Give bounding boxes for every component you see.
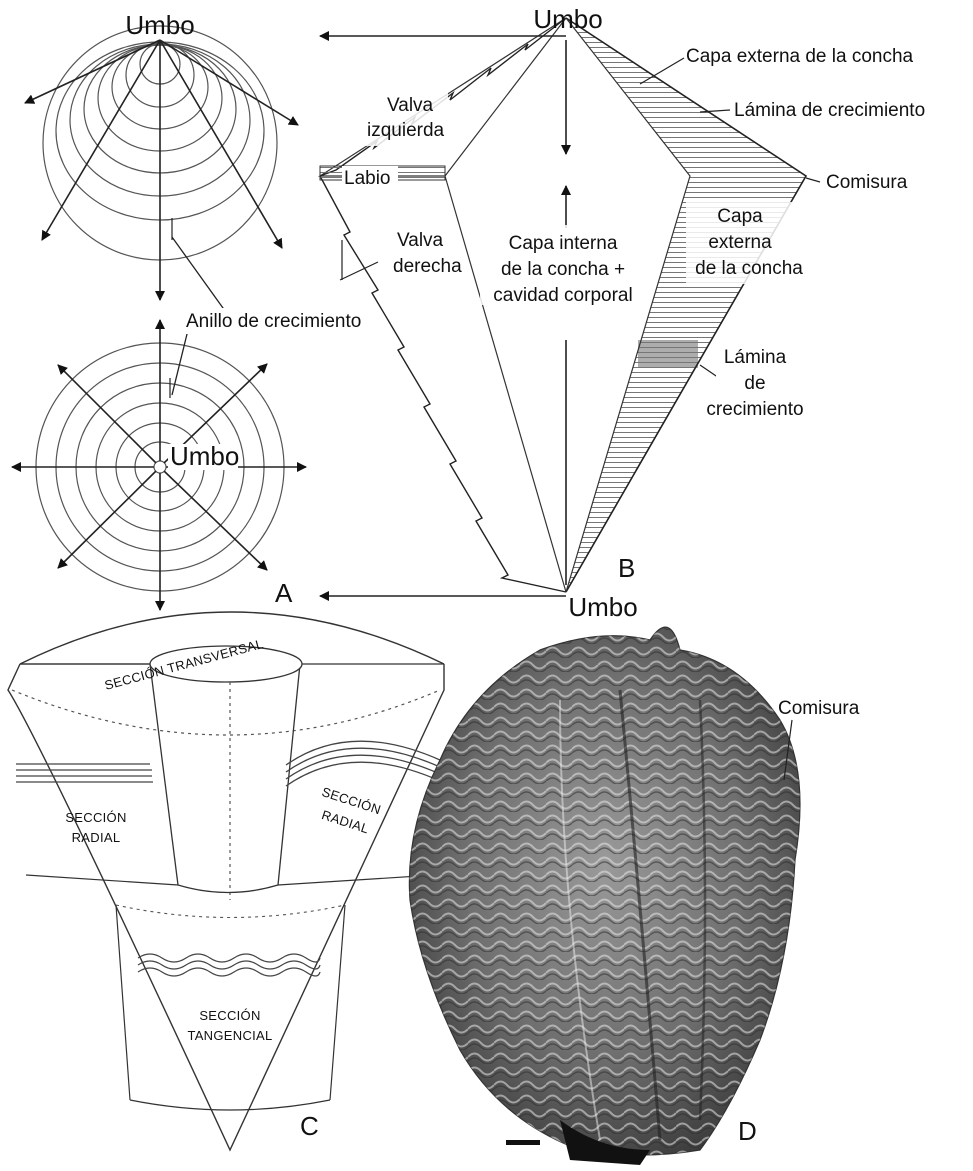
right-valve-label-line1: Valva — [397, 230, 444, 251]
panel-c-diagram: SECCIÓN TRANSVERSAL SECCIÓN RADIAL SECCI… — [8, 612, 444, 1150]
panel-d-letter: D — [738, 1116, 757, 1146]
panel-a-umbo-top-label: Umbo — [125, 10, 194, 40]
panel-b-diagram: Umbo Umbo Capa externa de la concha Lámi… — [320, 4, 925, 622]
panel-c-letter: C — [300, 1111, 319, 1141]
growth-lamina-right-label-line3: crecimiento — [706, 399, 803, 420]
panel-b-letter: B — [618, 553, 635, 583]
left-valve-label-line1: Valva — [387, 95, 434, 116]
outer-layer-right-label-line3: de la concha — [695, 258, 803, 279]
outer-layer-right-label-line2: externa — [708, 232, 772, 253]
scale-bar — [506, 1140, 540, 1145]
arrow-upper-left-icon — [25, 40, 160, 103]
outer-layer-top-label: Capa externa de la concha — [686, 46, 914, 67]
radial-left-lines — [16, 764, 153, 782]
right-valve-label-line2: derecha — [393, 256, 462, 277]
lip-label: Labio — [344, 168, 391, 189]
arrow-upper-right-icon — [160, 40, 298, 125]
panel-a-umbo-center-label: Umbo — [170, 441, 239, 471]
commissure-label: Comisura — [826, 172, 908, 193]
left-valve-label-line2: izquierda — [367, 120, 445, 141]
panel-a-growth-ring-callout: Anillo de crecimiento A — [170, 218, 394, 608]
panel-d-commissure-label: Comisura — [778, 698, 860, 719]
tangential-waves — [138, 954, 320, 976]
growth-lamina-top-label: Lámina de crecimiento — [734, 100, 925, 121]
growth-lamina-right-label-line1: Lámina — [724, 347, 787, 368]
growth-lamina-highlight — [638, 340, 698, 368]
inner-layer-label-line3: cavidad corporal — [493, 285, 632, 306]
arrow-lower-left-icon — [58, 471, 156, 568]
panel-d-fossil-photo: Comisura D — [409, 627, 859, 1165]
radial-left-label-line2: RADIAL — [72, 830, 121, 845]
radial-left-label-line1: SECCIÓN — [65, 810, 126, 825]
panel-b-umbo-top-label: Umbo — [533, 4, 602, 34]
panel-a-letter: A — [275, 578, 293, 608]
growth-lamina-right-label-line2: de — [744, 373, 765, 394]
panel-a-top-diagram: Umbo — [25, 10, 298, 300]
outer-layer-right-label-line1: Capa — [717, 206, 763, 227]
panel-a-bottom-diagram: Umbo — [12, 320, 306, 610]
arrow-upper-left-icon — [58, 365, 156, 463]
panel-b-umbo-bottom-label: Umbo — [568, 592, 637, 622]
inner-layer-label-line1: Capa interna — [509, 233, 618, 254]
arrow-lower-left-icon — [42, 40, 160, 240]
inner-layer-label-line2: de la concha + — [501, 259, 625, 280]
tangential-label-line1: SECCIÓN — [199, 1008, 260, 1023]
growth-ring-label: Anillo de crecimiento — [186, 311, 361, 332]
tangential-label-line2: TANGENCIAL — [187, 1028, 272, 1043]
